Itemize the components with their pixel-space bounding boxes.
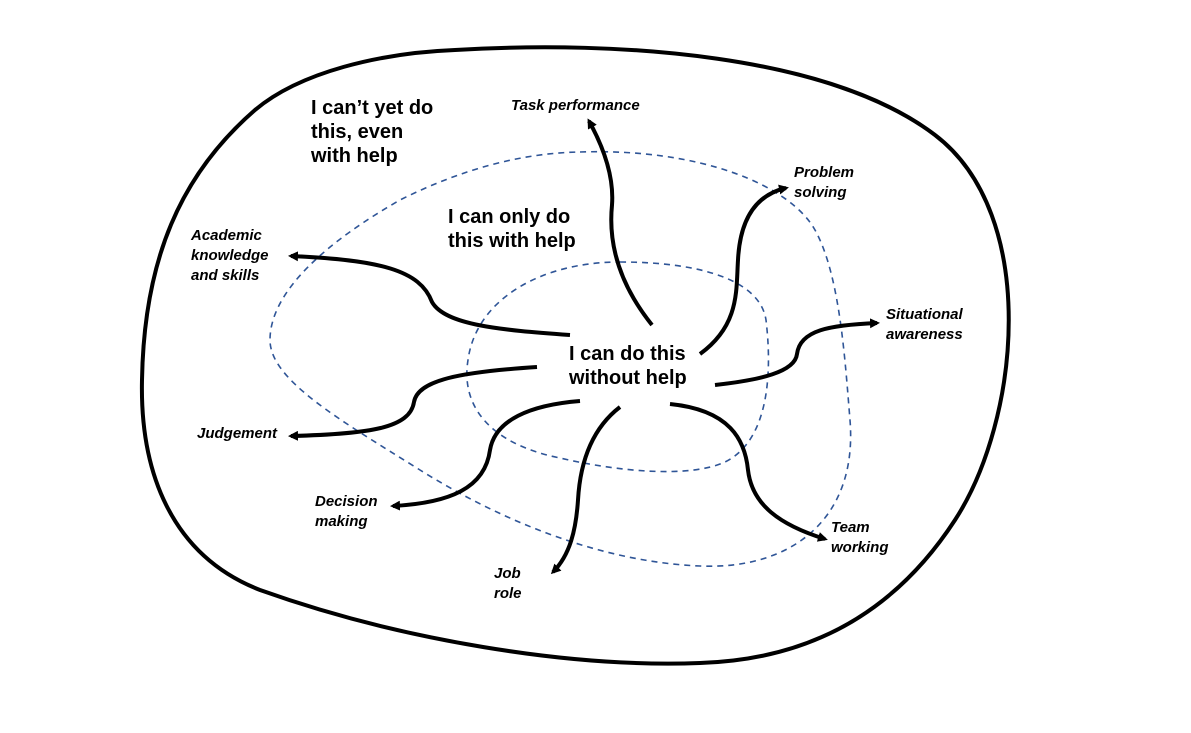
label-task-performance: Task performance <box>511 97 640 114</box>
inner-zone-label: I can do this without help <box>569 343 687 389</box>
label-academic-knowledge: Academic knowledge and skills <box>191 227 269 284</box>
middle-zone-boundary <box>269 150 852 567</box>
arrow-academic <box>288 251 571 337</box>
arrow-situational-awareness <box>714 318 880 387</box>
arrow-decision-making <box>390 399 581 511</box>
label-situational-awareness: Situational awareness <box>886 306 963 343</box>
label-problem-solving: Problem solving <box>794 164 855 201</box>
label-team-working: Team working <box>831 519 889 556</box>
middle-zone-label: I can only do this with help <box>448 206 576 252</box>
inner-zone-boundary <box>466 261 770 473</box>
label-job-role: Job role <box>494 565 522 602</box>
label-decision-making: Decision making <box>315 493 378 530</box>
arrow-task-performance <box>587 118 654 327</box>
arrow-judgement <box>288 365 538 441</box>
arrow-team-working <box>669 402 828 542</box>
label-judgement: Judgement <box>197 425 278 442</box>
outer-zone-label: I can’t yet do this, even with help <box>311 97 434 167</box>
outer-zone-boundary <box>139 45 1011 666</box>
arrow-job-role <box>550 405 622 575</box>
arrow-problem-solving <box>698 184 789 356</box>
